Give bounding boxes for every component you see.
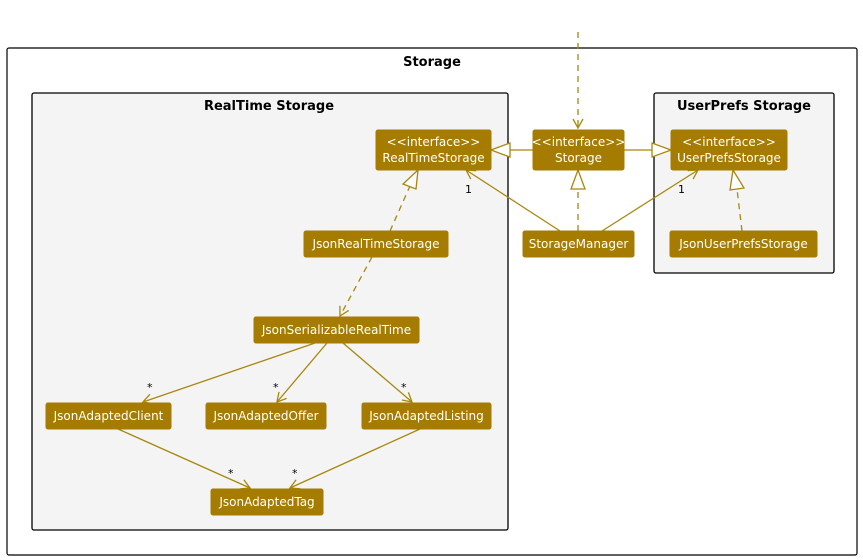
class-name: JsonAdaptedTag [218,495,314,509]
serializable-to-client-edge [141,342,316,405]
class-stereotype: <<interface>> [682,135,776,149]
class-name: JsonUserPrefsStorage [678,237,808,251]
generalization-arrowhead [489,142,511,158]
class-userprefs-storage[interactable]: <<interface>> UserPrefsStorage [670,129,788,171]
class-realtime-storage[interactable]: <<interface>> RealTimeStorage [375,129,492,171]
realization-arrowhead [401,168,419,190]
multiplicity-label: * [228,467,234,480]
class-name: JsonAdaptedOffer [212,409,318,423]
client-to-tag-edge [117,428,252,490]
class-stereotype: <<interface>> [387,135,481,149]
package-realtime-storage-title: RealTime Storage [204,99,334,114]
multiplicity-label: * [292,467,298,480]
jsonrealtime-to-serializable-edge [339,256,373,318]
multiplicity-label: 1 [678,183,685,196]
realization-arrowhead [729,168,746,191]
package-storage-title: Storage [403,55,461,70]
serializable-to-offer-edge [276,342,328,404]
class-json-realtime-storage[interactable]: JsonRealTimeStorage [303,230,449,258]
class-name: UserPrefsStorage [677,151,781,165]
serializable-to-listing-edge [342,342,414,403]
manager-to-userprefs-edge [601,169,700,232]
multiplicity-label: * [401,381,407,394]
package-userprefs-storage-title: UserPrefs Storage [677,99,811,114]
class-name: JsonAdaptedListing [368,409,484,423]
realization-arrowhead [570,168,586,190]
class-storage[interactable]: <<interface>> Storage [532,129,626,171]
listing-to-tag-edge [288,428,421,490]
class-json-adapted-client[interactable]: JsonAdaptedClient [45,402,172,430]
multiplicity-label: * [273,381,279,394]
class-name: JsonSerializableRealTime [261,323,411,337]
multiplicity-label: 1 [465,183,472,196]
class-name: JsonAdaptedClient [53,409,164,423]
class-json-serializable-realtime[interactable]: JsonSerializableRealTime [253,316,420,344]
generalization-arrowhead [651,142,673,158]
class-name: StorageManager [529,237,629,251]
class-name: JsonRealTimeStorage [312,237,440,251]
multiplicity-label: * [147,381,153,394]
class-json-adapted-offer[interactable]: JsonAdaptedOffer [205,402,327,430]
class-json-adapted-listing[interactable]: JsonAdaptedListing [361,402,492,430]
class-name: RealTimeStorage [382,151,484,165]
class-json-adapted-tag[interactable]: JsonAdaptedTag [210,488,324,516]
manager-to-realtime-edge [464,169,561,232]
jsonrealtime-implements-realtime-edge [389,185,411,232]
class-storage-manager[interactable]: StorageManager [522,230,635,258]
class-name: Storage [555,151,602,165]
jsonuserprefs-implements-userprefs-edge [736,188,743,232]
class-json-userprefs-storage[interactable]: JsonUserPrefsStorage [669,230,818,258]
class-stereotype: <<interface>> [532,135,626,149]
